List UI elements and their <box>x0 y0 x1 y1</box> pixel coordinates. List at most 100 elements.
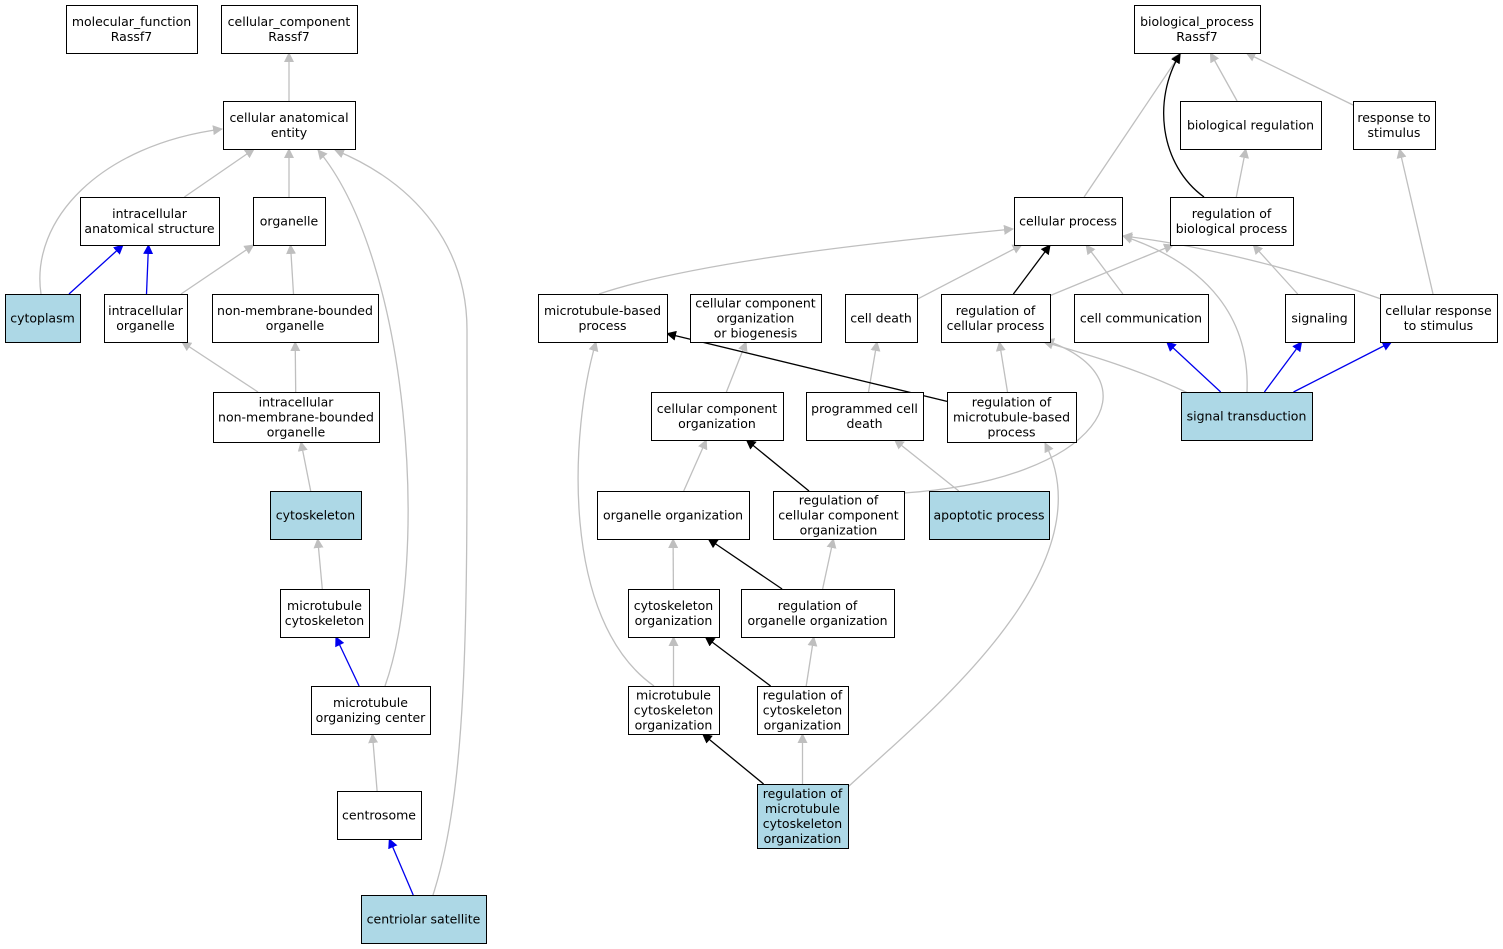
node-biological-regulation[interactable]: biological regulation <box>1180 101 1322 150</box>
node-label-line: microtubule <box>333 695 408 710</box>
node-label-line: organization <box>635 613 713 628</box>
edge-is_a-response-to-stimulus-to-biological-process <box>1245 52 1354 106</box>
edge-is_a-regulation-of-microtubule-cytoskeleton-organization-to-regulation-of-microtubule-based-process <box>847 442 1059 788</box>
node-label-line: to stimulus <box>1404 318 1473 333</box>
node-label-line: cytoskeleton <box>763 816 842 831</box>
node-label-line: organelle <box>260 214 319 229</box>
node-label-line: organization <box>764 831 842 846</box>
node-label-line: cell communication <box>1080 311 1202 326</box>
node-label-line: cytoskeleton <box>763 703 842 718</box>
node-signal-transduction[interactable]: signal transduction <box>1181 392 1313 441</box>
node-cytoskeleton[interactable]: cytoskeleton <box>270 491 362 540</box>
node-box <box>651 392 784 441</box>
node-label-line: microtubule-based <box>544 303 661 318</box>
edge-is_a-cellular-response-to-stimulus-to-cellular-process <box>1122 232 1385 301</box>
edge-is_a-intracellular-nmb-organelle-to-intracellular-organelle <box>181 341 259 393</box>
node-box <box>741 589 895 638</box>
node-organelle[interactable]: organelle <box>253 197 326 246</box>
node-cytoplasm[interactable]: cytoplasm <box>5 294 81 343</box>
node-regulation-of-microtubule-cytoskeleton-organization[interactable]: regulation ofmicrotubulecytoskeletonorga… <box>757 784 849 849</box>
node-centriolar-satellite[interactable]: centriolar satellite <box>361 895 487 944</box>
node-label-line: Rassf7 <box>1176 29 1217 44</box>
node-box <box>66 5 198 54</box>
node-cell-death[interactable]: cell death <box>845 294 918 343</box>
node-label-line: stimulus <box>1368 125 1421 140</box>
node-box <box>337 791 422 840</box>
node-label-line: intracellular <box>108 303 184 318</box>
node-label-line: organization <box>800 523 878 538</box>
node-label-line: microtubule <box>636 688 711 703</box>
node-label-line: regulation of <box>799 493 879 508</box>
node-box <box>1170 197 1294 246</box>
edge-is_a-apoptotic-process-to-programmed-cell-death <box>893 439 960 492</box>
edge-part_of-microtubule-organizing-center-to-microtubule-cytoskeleton <box>335 636 360 687</box>
node-label-line: entity <box>271 125 308 140</box>
node-apoptotic-process[interactable]: apoptotic process <box>929 491 1050 540</box>
node-centrosome[interactable]: centrosome <box>337 791 422 840</box>
node-label-line: regulation of <box>763 688 843 703</box>
edge-is_a-cellular-process-to-biological-process <box>1083 52 1182 198</box>
edge-is_a-cell-death-to-cellular-process <box>916 244 1023 300</box>
edge-part_of-signal-transduction-to-signaling <box>1263 341 1303 393</box>
node-box <box>1180 101 1322 150</box>
edge-part_of-centriolar-satellite-to-centrosome <box>388 838 414 896</box>
node-label-line: organelle <box>267 425 326 440</box>
edge-is_a-organelle-organization-to-cellular-component-organization <box>683 439 708 492</box>
edge-part_of-signal-transduction-to-cellular-response-to-stimulus <box>1293 341 1393 393</box>
edge-regulates-regulation-of-microtubule-cytoskeleton-organization-to-microtubule-cytoskeleton-organization <box>701 733 765 785</box>
edge-is_a-signal-transduction-to-regulation-of-cellular-process <box>1043 339 1191 395</box>
node-signaling[interactable]: signaling <box>1285 294 1355 343</box>
edge-is_a-centrosome-to-microtubule-organizing-center <box>368 733 379 792</box>
node-intracellular-nmb-organelle[interactable]: intracellularnon-membrane-boundedorganel… <box>213 392 380 443</box>
node-label-line: cellular_component <box>228 14 351 29</box>
node-box <box>361 895 487 944</box>
node-box <box>1353 101 1436 150</box>
node-label-line: process <box>987 425 1035 440</box>
edge-is_a-regulation-of-cellular-component-organization-to-regulation-of-cellular-process <box>903 338 1104 494</box>
node-cell-communication[interactable]: cell communication <box>1074 294 1209 343</box>
node-box <box>538 294 668 343</box>
edge-is_a-regulation-of-cellular-process-to-regulation-of-biological-process <box>1049 243 1175 297</box>
node-box <box>280 589 370 638</box>
node-organelle-organization[interactable]: organelle organization <box>597 491 750 540</box>
node-label-line: death <box>846 416 882 431</box>
node-cellular-process[interactable]: cellular process <box>1014 197 1123 246</box>
edges-layer <box>39 52 1434 896</box>
node-label-line: cellular anatomical <box>229 110 348 125</box>
edge-is_a-microtubule-cytoskeleton-organization-to-microtubule-based-process <box>577 341 655 687</box>
node-label-line: cytoskeleton <box>634 598 713 613</box>
node-label-line: organelle <box>116 318 175 333</box>
node-box <box>1014 197 1123 246</box>
edge-is_a-cytoskeleton-to-intracellular-nmb-organelle <box>297 441 312 492</box>
node-label-line: cellular process <box>1019 214 1117 229</box>
edge-is_a-signal-transduction-to-cellular-process <box>1122 234 1248 393</box>
node-label-line: centrosome <box>342 808 416 823</box>
node-label-line: biological regulation <box>1187 118 1314 133</box>
node-label-line: intracellular <box>112 206 188 221</box>
edge-regulates-regulation-of-cellular-process-to-cellular-process <box>1012 244 1051 295</box>
node-box <box>597 491 750 540</box>
